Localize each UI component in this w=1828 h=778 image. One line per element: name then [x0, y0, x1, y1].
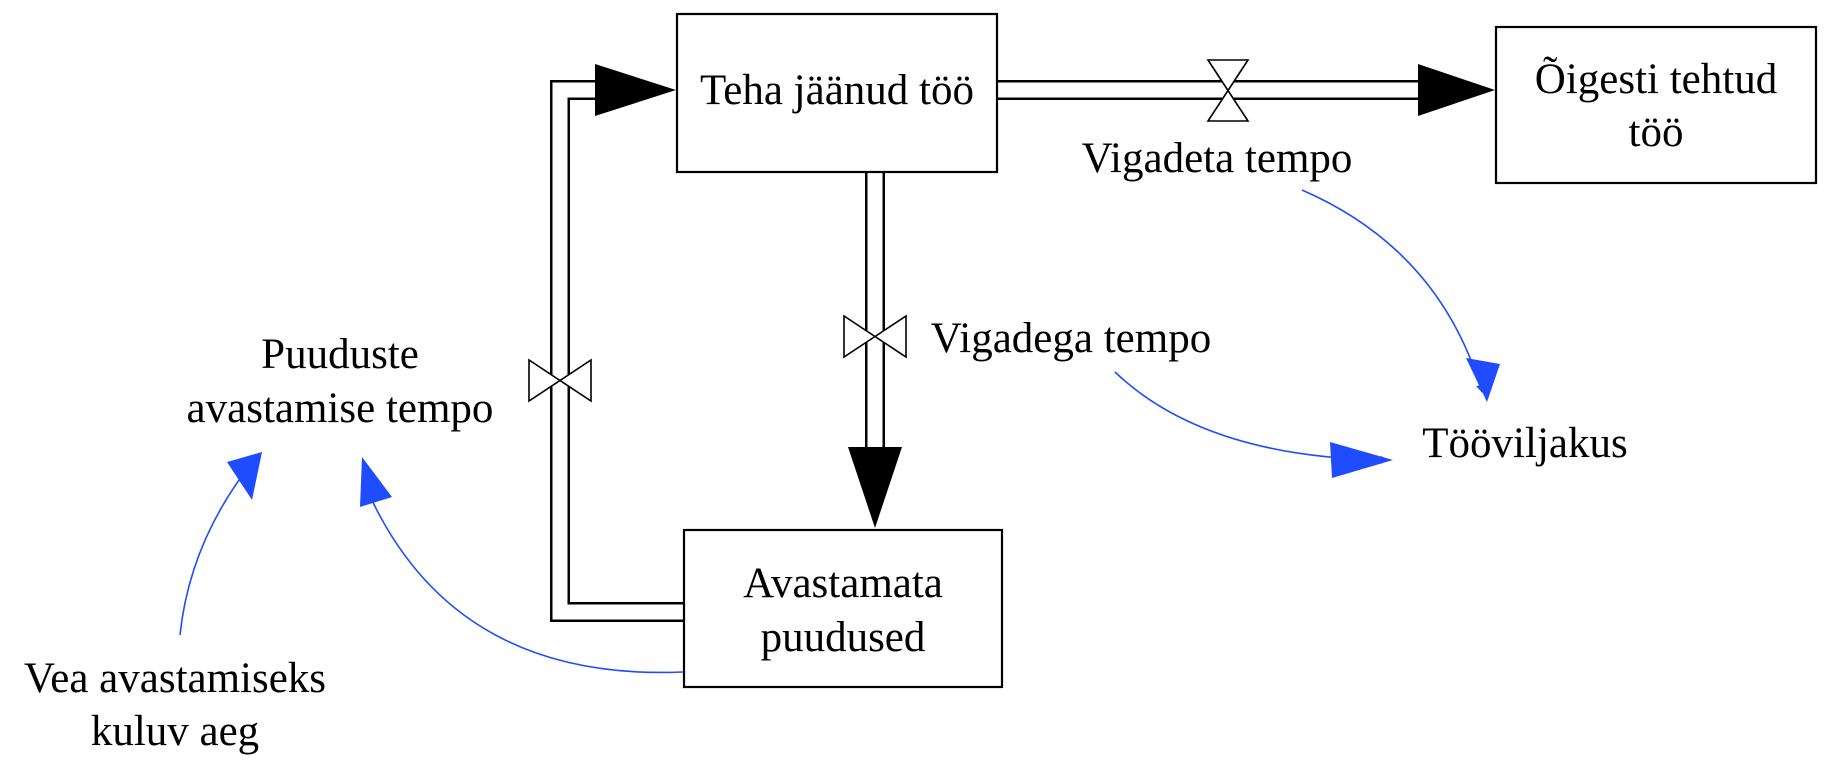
aux-label-discovery-time-line-2: kuluv aeg [91, 708, 259, 755]
aux-label-discovery-time-line-1: Vea avastamiseks [24, 655, 326, 702]
flow-arrowhead-discovery [595, 64, 676, 116]
stock-label-line-1: Avastamata [743, 560, 943, 607]
aux-label-productivity: Tööviljakus [1422, 420, 1627, 467]
valve-defect-icon [843, 314, 907, 359]
link-arrowhead-discovery-rate-left-icon [227, 452, 262, 500]
flow-label-defect: Vigadega tempo [931, 315, 1211, 362]
link-error-free-to-productivity [1301, 189, 1484, 393]
flow-arrowhead-defect [848, 447, 902, 528]
flow-arrowhead-error-free [1418, 64, 1495, 116]
valve-discovery-icon [528, 358, 592, 403]
stock-label-line-2: töö [1629, 109, 1684, 156]
link-defects-to-discovery-rate [364, 484, 684, 674]
flow-label-discovery-line-1: Puuduste [261, 331, 419, 378]
flow-label-discovery-line-2: avastamise tempo [187, 385, 494, 432]
stock-label-line-2: puudused [761, 614, 926, 661]
flow-pipe-discovery [550, 80, 684, 622]
stock-undiscovered-defects: Avastamata puudused [682, 528, 1004, 689]
stock-label-line-1: Õigesti tehtud [1535, 56, 1777, 103]
stock-label: Teha jäänud töö [700, 67, 974, 114]
link-arrowhead-productivity-left-icon [1330, 442, 1393, 478]
link-discovery-time-to-discovery-rate [179, 459, 255, 636]
link-arrowhead-productivity-top-icon [1466, 358, 1500, 402]
stock-remaining-work: Teha jäänud töö [675, 12, 999, 174]
stock-correct-work: Õigesti tehtud töö [1494, 25, 1818, 185]
valve-error-free-icon [1206, 59, 1250, 122]
link-arrowhead-discovery-rate-right-icon [360, 457, 392, 507]
flow-label-error-free: Vigadeta tempo [1082, 135, 1353, 182]
link-defect-to-productivity [1114, 371, 1389, 464]
